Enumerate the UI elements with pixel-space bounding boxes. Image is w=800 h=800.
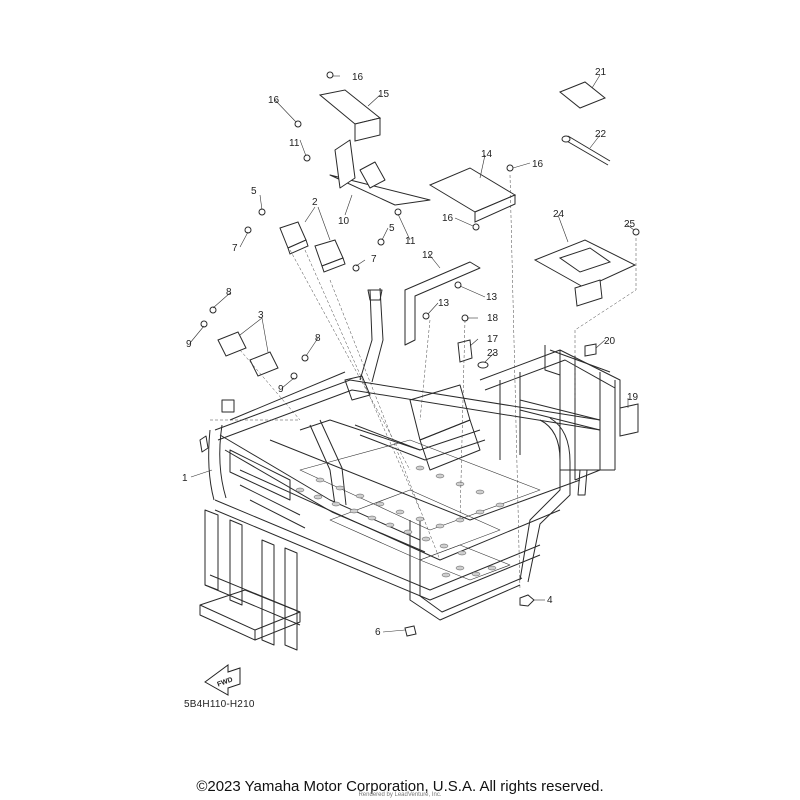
- callout-21: 21: [595, 67, 607, 78]
- fwd-arrow-icon: FWD: [204, 664, 241, 696]
- label-20[interactable]: [584, 343, 597, 357]
- leader-lines: [189, 74, 635, 633]
- copyright-notice: ©2023 Yamaha Motor Corporation, U.S.A. A…: [196, 778, 604, 795]
- callout-9a: 9: [186, 339, 192, 350]
- clamp-17[interactable]: [457, 339, 473, 363]
- bracket-10[interactable]: [329, 139, 431, 206]
- callout-1: 1: [182, 473, 188, 484]
- callout-11b: 11: [405, 236, 416, 247]
- callout-12: 12: [422, 250, 434, 261]
- bracket-14[interactable]: [428, 167, 517, 223]
- callout-25: 25: [624, 219, 636, 230]
- grommet-23[interactable]: [477, 361, 489, 369]
- drawing-code: 5B4H110-H210: [184, 699, 255, 710]
- callout-4: 4: [547, 595, 553, 606]
- callout-16a: 16: [352, 72, 364, 83]
- pin-22[interactable]: [561, 135, 611, 166]
- main-frame[interactable]: [199, 287, 621, 651]
- callout-24: 24: [553, 209, 565, 220]
- callout-11a: 11: [289, 138, 300, 149]
- callout-7b: 7: [371, 254, 377, 265]
- clip-6[interactable]: [404, 625, 417, 637]
- callout-16b: 16: [268, 95, 280, 106]
- rendered-by-note: Rendered by LeadVenture, Inc.: [358, 792, 442, 798]
- callout-19: 19: [627, 392, 639, 403]
- callout-18: 18: [487, 313, 499, 324]
- callout-3: 3: [258, 310, 264, 321]
- callout-20: 20: [604, 336, 616, 347]
- callout-15: 15: [378, 89, 390, 100]
- callout-5a: 5: [251, 186, 257, 197]
- bolts: [200, 71, 640, 380]
- callout-2: 2: [312, 197, 318, 208]
- callout-14: 14: [481, 149, 493, 160]
- callout-13b: 13: [438, 298, 450, 309]
- callout-6: 6: [375, 627, 381, 638]
- callout-8b: 8: [315, 333, 321, 344]
- callout-13a: 13: [486, 292, 498, 303]
- callout-16d: 16: [442, 213, 454, 224]
- callout-9b: 9: [278, 384, 284, 395]
- mount-3[interactable]: [217, 331, 279, 377]
- plate-24[interactable]: [533, 239, 637, 307]
- callout-5b: 5: [389, 223, 395, 234]
- stay-12[interactable]: [404, 261, 481, 346]
- bracket-15[interactable]: [318, 89, 382, 142]
- nut-4[interactable]: [519, 594, 535, 607]
- callout-10: 10: [338, 216, 350, 227]
- callouts: 1 2 3 4 5 5 6 7 7 8 8 9 9 10 11 11 12 13…: [182, 67, 639, 638]
- callout-23: 23: [487, 348, 499, 359]
- callout-22: 22: [595, 129, 607, 140]
- callout-17: 17: [487, 334, 499, 345]
- callout-7a: 7: [232, 243, 238, 254]
- floor-holes: [295, 465, 505, 578]
- clip-21[interactable]: [559, 81, 606, 109]
- callout-16c: 16: [532, 159, 544, 170]
- callout-8a: 8: [226, 287, 232, 298]
- engine-mount-2[interactable]: [279, 221, 346, 273]
- reference-lines: [210, 174, 637, 591]
- label-19[interactable]: [619, 403, 639, 437]
